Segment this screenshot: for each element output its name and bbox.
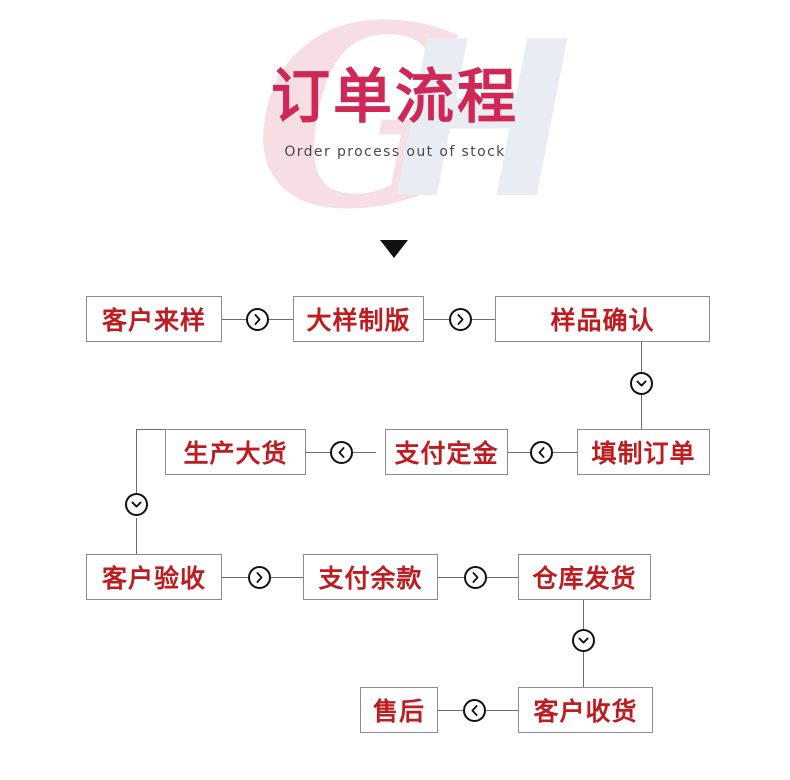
flow-node-label: 客户来样 bbox=[101, 306, 206, 335]
flow-node-n11[interactable]: 售后 bbox=[360, 687, 438, 733]
chevron-right-icon bbox=[464, 566, 487, 589]
flow-node-label: 样品确认 bbox=[550, 306, 655, 335]
flow-node-n6[interactable]: 生产大货 bbox=[165, 429, 306, 475]
page-header: 订单流程 Order process out of stock bbox=[0, 0, 790, 200]
connector-line bbox=[583, 652, 584, 687]
connector-line bbox=[553, 452, 577, 453]
page-subtitle: Order process out of stock bbox=[284, 144, 506, 160]
connector-line bbox=[583, 600, 584, 629]
connector-line bbox=[438, 577, 464, 578]
connector-line bbox=[508, 452, 530, 453]
connector-line bbox=[222, 319, 246, 320]
flow-node-n9[interactable]: 仓库发货 bbox=[518, 554, 651, 600]
connector-line bbox=[136, 429, 166, 430]
connector-line bbox=[424, 319, 449, 320]
flow-node-n3[interactable]: 样品确认 bbox=[495, 296, 710, 342]
connector-line bbox=[487, 577, 518, 578]
connector-line bbox=[641, 342, 642, 372]
connector-line bbox=[136, 518, 137, 554]
flow-node-label: 大样制版 bbox=[306, 306, 411, 335]
connector-line bbox=[269, 319, 293, 320]
flow-node-n7[interactable]: 客户验收 bbox=[86, 554, 222, 600]
flow-node-n8[interactable]: 支付余款 bbox=[303, 554, 438, 600]
flow-node-label: 生产大货 bbox=[183, 439, 288, 468]
connector-line bbox=[271, 577, 303, 578]
flow-node-n4[interactable]: 填制订单 bbox=[577, 429, 710, 475]
connector-line bbox=[136, 429, 137, 493]
chevron-right-icon bbox=[248, 566, 271, 589]
connector-line bbox=[641, 395, 642, 429]
flow-node-n5[interactable]: 支付定金 bbox=[385, 429, 508, 475]
flow-node-label: 客户收货 bbox=[533, 697, 638, 726]
flow-node-label: 支付定金 bbox=[394, 439, 499, 468]
chevron-right-icon bbox=[449, 308, 472, 331]
connector-line bbox=[486, 710, 518, 711]
chevron-down-icon bbox=[572, 629, 595, 652]
chevron-right-icon bbox=[246, 308, 269, 331]
flow-node-n2[interactable]: 大样制版 bbox=[293, 296, 424, 342]
flow-node-label: 仓库发货 bbox=[532, 564, 637, 593]
chevron-down-icon bbox=[125, 493, 148, 516]
connector-line bbox=[222, 577, 248, 578]
flow-node-label: 客户验收 bbox=[101, 564, 206, 593]
connector-line bbox=[353, 452, 376, 453]
connector-line bbox=[306, 452, 331, 453]
triangle-down-icon bbox=[380, 240, 408, 258]
flow-node-label: 填制订单 bbox=[591, 439, 696, 468]
flow-node-label: 支付余款 bbox=[318, 564, 423, 593]
chevron-left-icon bbox=[330, 441, 353, 464]
chevron-down-icon bbox=[630, 372, 653, 395]
page-title: 订单流程 bbox=[270, 62, 519, 131]
flow-node-n1[interactable]: 客户来样 bbox=[86, 296, 222, 342]
chevron-left-icon bbox=[463, 699, 486, 722]
chevron-left-icon bbox=[530, 441, 553, 464]
flow-node-n10[interactable]: 客户收货 bbox=[518, 687, 653, 733]
flow-node-label: 售后 bbox=[372, 697, 425, 726]
connector-line bbox=[438, 710, 463, 711]
connector-line bbox=[472, 319, 495, 320]
